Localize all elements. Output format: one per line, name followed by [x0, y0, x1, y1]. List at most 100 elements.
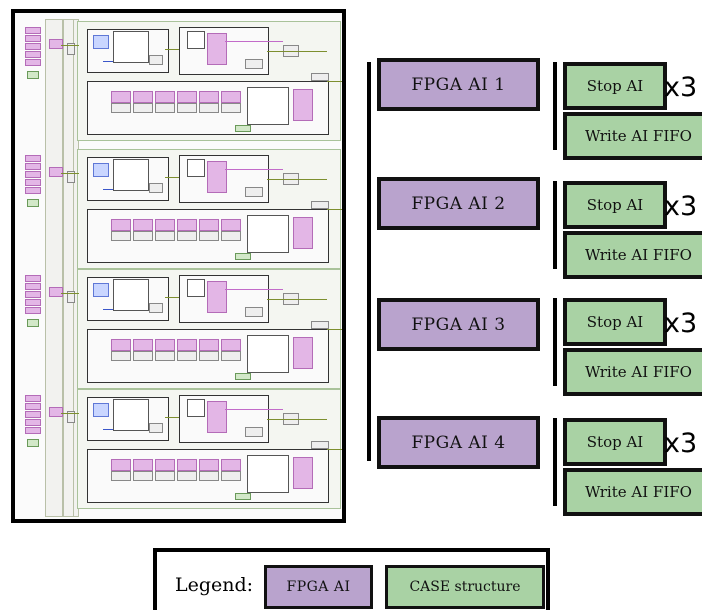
diagram-control: [25, 275, 41, 282]
diagram-subvi: [247, 215, 289, 253]
diagram-wire: [327, 449, 342, 450]
diagram-subvi: [113, 279, 149, 311]
write-ai-fifo-4-box: Write AI FIFO: [563, 468, 702, 516]
stop-ai-4-box: Stop AI: [563, 418, 667, 466]
diagram-cluster: [155, 459, 175, 471]
diagram-cluster: [293, 337, 313, 369]
diagram-wire: [267, 179, 327, 180]
diagram-cluster: [111, 91, 131, 103]
diagram-control: [25, 427, 41, 434]
diagram-control: [25, 299, 41, 306]
diagram-node: [199, 103, 219, 113]
multiplier-2-label: x3: [664, 191, 698, 222]
diagram-terminal: [49, 39, 63, 49]
diagram-cluster: [155, 339, 175, 351]
fpga-ai-4-box: FPGA AI 4: [377, 416, 540, 469]
diagram-node: [199, 471, 219, 481]
diagram-cluster: [111, 219, 131, 231]
diagram-control: [25, 411, 41, 418]
diagram-node: [155, 103, 175, 113]
diagram-subvi: [247, 335, 289, 373]
diagram-node: [155, 231, 175, 241]
diagram-node: [67, 291, 75, 303]
diagram-cluster: [293, 89, 313, 121]
legend: Legend: FPGA AI CASE structure: [153, 548, 550, 610]
diagram-node: [311, 441, 329, 449]
diagram-wire: [267, 419, 327, 420]
diagram-wire: [103, 189, 113, 190]
diagram-cluster: [221, 459, 241, 471]
diagram-node: [93, 35, 109, 49]
diagram-cluster: [133, 219, 153, 231]
diagram-cluster: [155, 219, 175, 231]
write-ai-fifo-1-box: Write AI FIFO: [563, 112, 702, 160]
stop-ai-1-box: Stop AI: [563, 62, 667, 110]
diagram-wire: [61, 293, 79, 294]
diagram-control: [25, 419, 41, 426]
diagram-wire: [165, 417, 179, 418]
legend-fpga-ai-swatch: FPGA AI: [264, 565, 373, 609]
diagram-control: [25, 27, 41, 34]
diagram-terminal: [49, 407, 63, 417]
diagram-cluster: [199, 339, 219, 351]
diagram-wire: [165, 49, 179, 50]
diagram-constant: [235, 493, 251, 500]
diagram-cluster: [177, 459, 197, 471]
diagram-wire: [61, 413, 79, 414]
diagram-rail: [45, 19, 63, 517]
diagram-wire: [103, 61, 113, 62]
diagram-wire: [61, 45, 79, 46]
diagram-control: [25, 403, 41, 410]
diagram-node: [93, 163, 109, 177]
diagram-control: [25, 395, 41, 402]
diagram-control: [25, 171, 41, 178]
diagram-node: [93, 403, 109, 417]
fpga-ai-2-box: FPGA AI 2: [377, 177, 540, 230]
diagram-wire: [165, 177, 179, 178]
diagram-cluster: [199, 219, 219, 231]
diagram-subvi: [187, 399, 205, 417]
diagram-node: [245, 307, 263, 317]
diagram-subvi: [113, 159, 149, 191]
diagram-subvi: [187, 31, 205, 49]
diagram-control: [25, 163, 41, 170]
diagram-node: [149, 55, 163, 65]
diagram-constant: [235, 253, 251, 260]
diagram-node: [177, 471, 197, 481]
diagram-subvi: [113, 399, 149, 431]
diagram-control: [25, 307, 41, 314]
diagram-constant: [235, 373, 251, 380]
group-3-bracket: [553, 298, 557, 386]
diagram-node: [221, 231, 241, 241]
diagram-constant: [27, 319, 39, 327]
diagram-cluster: [221, 219, 241, 231]
diagram-cluster: [133, 339, 153, 351]
diagram-control: [25, 51, 41, 58]
diagram-cluster: [133, 459, 153, 471]
diagram-wire: [61, 173, 79, 174]
diagram-cluster: [207, 401, 227, 433]
diagram-control: [25, 187, 41, 194]
legend-title: Legend:: [175, 574, 254, 596]
diagram-cluster: [221, 91, 241, 103]
diagram-wire: [225, 41, 283, 42]
diagram-wire: [103, 429, 113, 430]
diagram-control: [25, 179, 41, 186]
write-ai-fifo-3-box: Write AI FIFO: [563, 348, 702, 396]
diagram-node: [133, 351, 153, 361]
multiplier-3-label: x3: [664, 308, 698, 339]
legend-case-structure-swatch: CASE structure: [385, 565, 545, 609]
diagram-subvi: [187, 279, 205, 297]
diagram-node: [67, 43, 75, 55]
diagram-node: [67, 411, 75, 423]
diagram-control: [25, 59, 41, 66]
block-diagram-image: [11, 9, 346, 523]
diagram-node: [221, 471, 241, 481]
diagram-cluster: [221, 339, 241, 351]
diagram-node: [177, 351, 197, 361]
diagram-cluster: [177, 219, 197, 231]
diagram-node: [199, 351, 219, 361]
diagram-node: [177, 231, 197, 241]
diagram-cluster: [207, 161, 227, 193]
diagram-wire: [327, 329, 342, 330]
